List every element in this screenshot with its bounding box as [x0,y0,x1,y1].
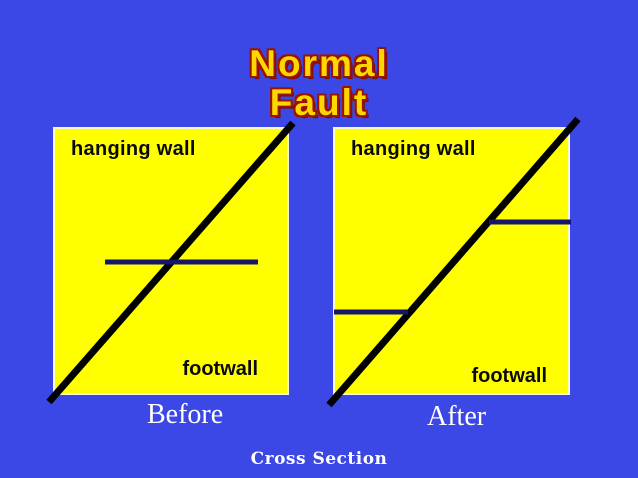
after-caption: After [427,401,487,432]
cross-section-caption: Cross Section [250,449,388,469]
title-line-fault: Fault [269,82,369,123]
hanging-wall-label-before: hanging wall [71,138,196,160]
footwall-label-after: footwall [471,365,547,387]
fault-line-after [326,116,581,408]
hanging-wall-label-after: hanging wall [351,138,476,160]
footwall-label-before: footwall [182,358,258,380]
title-line-normal: Normal [249,43,389,84]
slide-title: Normal Fault [0,44,638,122]
before-caption: Before [147,399,224,430]
